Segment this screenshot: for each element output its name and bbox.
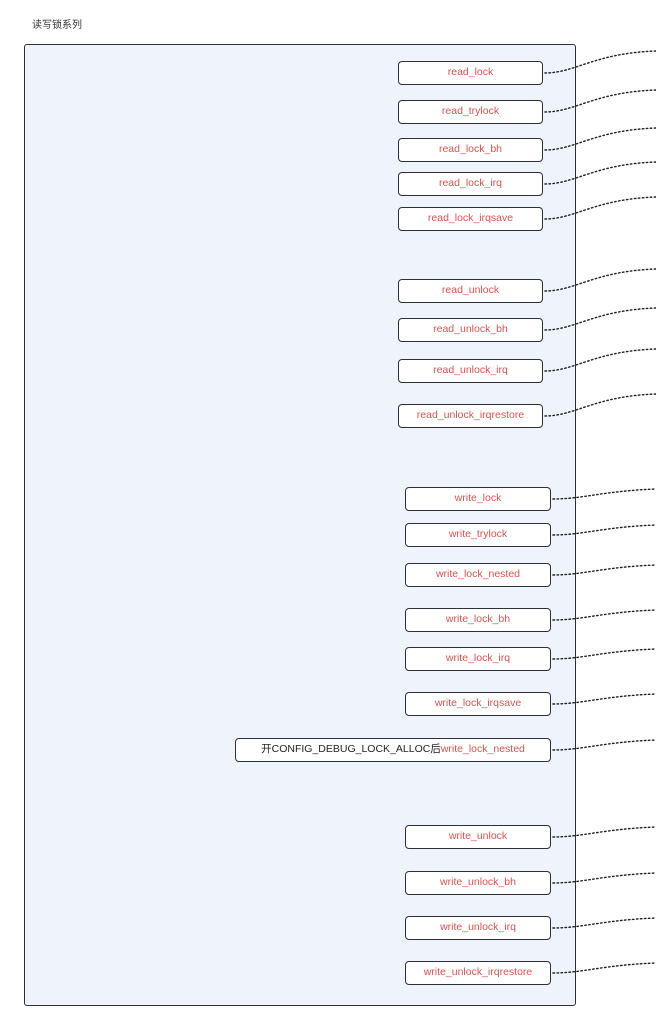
node-label: write_unlock_irq — [440, 921, 516, 933]
node-label: read_unlock_irqrestore — [416, 409, 525, 421]
node-label: read_unlock_irq — [433, 364, 508, 376]
node-read-unlock-bh[interactable]: read_unlock_bh — [398, 318, 543, 342]
node-write-unlock[interactable]: write_unlock — [405, 825, 551, 849]
node-label: write_lock — [454, 492, 502, 504]
node-read-unlock-irq[interactable]: read_unlock_irq — [398, 359, 543, 383]
node-label: read_lock — [447, 66, 494, 78]
node-read-lock-irq[interactable]: read_lock_irq — [398, 172, 543, 196]
page-title: 读写锁系列 — [32, 20, 82, 31]
node-label: read_lock_irq — [438, 177, 503, 189]
node-read-trylock[interactable]: read_trylock — [398, 100, 543, 124]
node-write-lock[interactable]: write_lock — [405, 487, 551, 511]
node-write-unlock-irqrestore[interactable]: write_unlock_irqrestore — [405, 961, 551, 985]
node-read-lock-irqsave[interactable]: read_lock_irqsave — [398, 207, 543, 231]
node-write-lock-bh[interactable]: write_lock_bh — [405, 608, 551, 632]
node-read-unlock-irqrestore[interactable]: read_unlock_irqrestore — [398, 404, 543, 428]
node-write-lock-nested[interactable]: write_lock_nested — [405, 563, 551, 587]
node-read-lock-bh[interactable]: read_lock_bh — [398, 138, 543, 162]
node-label: write_lock_nested — [440, 743, 525, 755]
node-prefix: 开CONFIG_DEBUG_LOCK_ALLOC后 — [261, 743, 441, 755]
node-label: write_lock_irqsave — [434, 697, 522, 709]
node-label: read_unlock_bh — [433, 323, 508, 335]
node-label: write_unlock_bh — [440, 876, 516, 888]
node-write-lock-irq[interactable]: write_lock_irq — [405, 647, 551, 671]
node-label: write_lock_irq — [445, 652, 511, 664]
node-write-unlock-bh[interactable]: write_unlock_bh — [405, 871, 551, 895]
node-write-trylock[interactable]: write_trylock — [405, 523, 551, 547]
node-label: write_unlock — [448, 830, 508, 842]
node-read-unlock[interactable]: read_unlock — [398, 279, 543, 303]
node-label: write_trylock — [448, 528, 508, 540]
node-write-lock-nested-debug[interactable]: 开CONFIG_DEBUG_LOCK_ALLOC后write_lock_nest… — [235, 738, 551, 762]
node-write-lock-irqsave[interactable]: write_lock_irqsave — [405, 692, 551, 716]
node-label: read_lock_bh — [438, 143, 503, 155]
node-label: write_lock_bh — [445, 613, 511, 625]
node-label: write_lock_nested — [435, 568, 521, 580]
node-write-unlock-irq[interactable]: write_unlock_irq — [405, 916, 551, 940]
node-read-lock[interactable]: read_lock — [398, 61, 543, 85]
node-label: write_unlock_irqrestore — [423, 966, 533, 978]
node-label: read_trylock — [441, 105, 500, 117]
node-label: read_lock_irqsave — [427, 212, 514, 224]
node-label: read_unlock — [441, 284, 500, 296]
